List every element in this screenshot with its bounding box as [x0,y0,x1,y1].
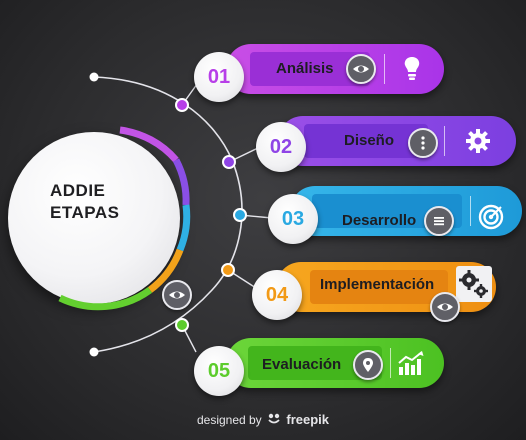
step-03-number: 03 [268,194,318,244]
target-icon [478,204,504,230]
node-dot-02 [222,155,236,169]
step-02-label: Diseño [344,132,395,149]
hub-title-line2: ETAPAS [50,203,120,222]
eye-icon [353,65,369,73]
step-03-badge[interactable] [424,206,454,236]
hub-eye-badge[interactable] [162,280,192,310]
step-05-label: Evaluación [262,356,342,373]
step-04-number: 04 [252,270,302,320]
footer-brand: freepik [286,412,330,427]
node-dot-03 [233,208,247,222]
step-01-number: 01 [194,52,244,102]
freepik-logo-icon [268,413,280,424]
gear-icon [466,129,490,153]
step-03-label: Desarrollo [342,212,417,229]
footer-prefix: designed by [196,413,262,427]
step-04-badge[interactable] [430,292,460,322]
node-dot-05 [175,318,189,332]
line-end-dot-top [89,72,99,82]
dots-icon [421,136,425,150]
step-05-number: 05 [194,346,244,396]
step-04-icon-box [456,266,492,302]
hub-title-line1: ADDIE [50,181,106,200]
node-dot-01 [175,98,189,112]
lightbulb-icon [404,57,420,80]
step-01-label: Análisis [276,60,334,77]
node-dot-04 [221,263,235,277]
footer-credit: designed by freepik [0,412,526,427]
location-icon [363,358,373,372]
step-01-badge[interactable] [346,54,376,84]
hub-title: ADDIE ETAPAS [50,180,130,224]
step-04-label: Implementación [320,276,435,293]
step-02-badge[interactable] [408,128,438,158]
gears-icon [459,270,488,298]
step-04-label-box [310,270,448,304]
step-03-pill[interactable]: Desarrollo [290,186,522,236]
step-02-label-box [304,124,428,158]
menu-icon [434,217,444,226]
step-05-badge[interactable] [353,350,383,380]
line-end-dot-bottom [89,347,99,357]
eye-icon [437,303,453,311]
eye-icon [169,291,185,299]
chart-up-icon [398,351,424,375]
step-02-number: 02 [256,122,306,172]
hub-circle [8,132,180,304]
